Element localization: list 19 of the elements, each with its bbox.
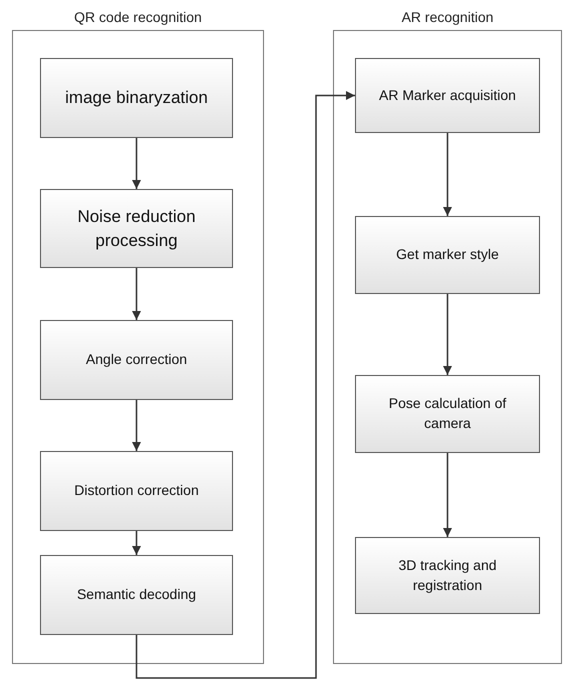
panel-title: QR code recognition [73, 8, 203, 27]
process-box: 3D tracking and registration [355, 537, 540, 614]
arrow [132, 138, 141, 189]
process-box: Get marker style [355, 216, 540, 294]
arrow [132, 268, 141, 320]
process-box: image binaryzation [40, 58, 233, 138]
process-box: Semantic decoding [40, 555, 233, 635]
arrow [443, 133, 452, 216]
arrow [443, 294, 452, 375]
process-box: Pose calculation of camera [355, 375, 540, 453]
panel-title: AR recognition [400, 8, 494, 27]
process-box: Distortion correction [40, 451, 233, 531]
process-box: Angle correction [40, 320, 233, 400]
process-box: Noise reduction processing [40, 189, 233, 268]
process-box: AR Marker acquisition [355, 58, 540, 133]
arrow [443, 453, 452, 537]
arrow [132, 400, 141, 451]
arrow [132, 531, 141, 555]
arrow [136, 91, 355, 679]
